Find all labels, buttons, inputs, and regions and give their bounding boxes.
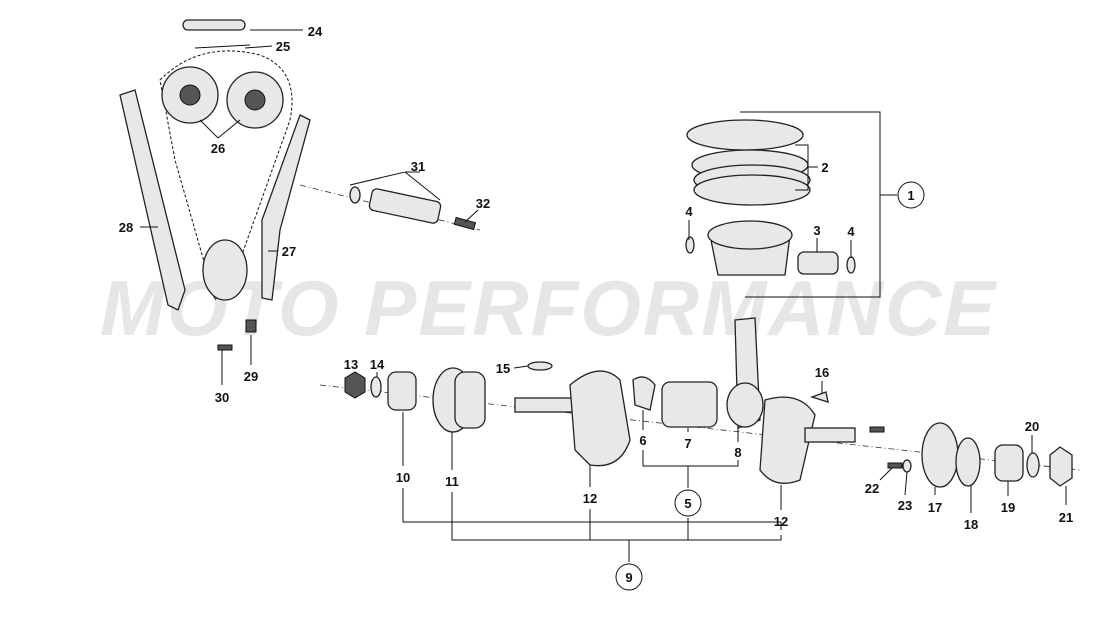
chain-guide-top: [182, 19, 246, 31]
callout-17: 17: [928, 500, 942, 515]
chain-tensioner: [349, 186, 477, 231]
crank-sprocket: [202, 239, 248, 301]
callout-7: 7: [684, 436, 691, 451]
callout-23: 23: [898, 498, 912, 513]
callout-32: 32: [476, 196, 490, 211]
sprocket-hub: [179, 84, 201, 106]
piston-assembly: [685, 111, 897, 298]
callout-15: 15: [496, 361, 510, 376]
callout-10: 10: [396, 470, 410, 485]
callout-4b: 4: [847, 224, 855, 239]
circlip-left: [685, 236, 695, 254]
callout-circle-9: [615, 563, 643, 591]
crank-web-left: [569, 370, 631, 467]
callout-1: 1: [907, 188, 914, 203]
callout-27: 27: [282, 244, 296, 259]
timing-chain-assembly: [119, 19, 311, 351]
timing-chain: [159, 50, 293, 302]
chain-tensioner-blade: [261, 114, 311, 301]
callout-circle-1: [897, 181, 925, 209]
piston-pin: [797, 251, 839, 275]
watermark: MOTO PERFORMANCE: [100, 264, 997, 352]
leader-lines: [140, 29, 1067, 562]
callout-28: 28: [119, 220, 133, 235]
piston-ring: [686, 119, 804, 151]
callout-8: 8: [734, 445, 741, 460]
callout-9: 9: [625, 570, 632, 585]
chain-guide-left: [119, 89, 186, 311]
callout-12a: 12: [583, 491, 597, 506]
washer-23: [902, 459, 912, 473]
bolt-29: [245, 319, 257, 333]
piston-ring: [693, 174, 811, 206]
ring-18: [955, 437, 981, 487]
nut-13: [344, 371, 366, 399]
callout-21: 21: [1059, 510, 1073, 525]
con-rod-big-end: [726, 382, 764, 428]
gear-10: [387, 371, 417, 411]
callout-11: 11: [445, 474, 459, 489]
bearing-17: [921, 422, 959, 488]
chain-link: [194, 44, 251, 49]
callout-16: 16: [815, 365, 829, 380]
callout-20: 20: [1025, 419, 1039, 434]
crank-pin-7: [661, 381, 718, 428]
callout-12b: 12: [774, 514, 788, 529]
callout-2: 2: [821, 160, 828, 175]
callout-circle-5: [674, 489, 702, 517]
callout-labels: 1 2 3 4 4 5 6 7 8 9 10 11 12 12 13 14 15…: [119, 24, 1073, 585]
screw: [869, 426, 885, 433]
callout-24: 24: [308, 24, 323, 39]
bracket-1: [740, 111, 881, 298]
callout-14: 14: [370, 357, 385, 372]
callout-30: 30: [215, 390, 229, 405]
callout-3: 3: [813, 223, 820, 238]
bolt-30: [217, 344, 233, 351]
piston-crown: [707, 220, 793, 250]
o-ring: [349, 186, 361, 204]
key-15: [527, 361, 553, 371]
callout-22: 22: [865, 481, 879, 496]
gear-19: [994, 444, 1024, 482]
bracket-2: [795, 144, 818, 191]
washer-20: [1026, 452, 1040, 478]
callout-6: 6: [639, 433, 646, 448]
bearing-shell-6: [632, 376, 656, 411]
sprocket-hub: [244, 89, 266, 111]
tensioner-screw: [453, 216, 477, 231]
key-16: [809, 391, 829, 403]
bearing-race: [454, 371, 486, 429]
washer-14: [370, 376, 382, 398]
screw-22: [887, 462, 903, 469]
callout-18: 18: [964, 517, 978, 532]
callout-29: 29: [244, 369, 258, 384]
callout-26: 26: [211, 141, 225, 156]
crank-shaft-left: [514, 397, 576, 413]
crankshaft-assembly: [344, 317, 1073, 488]
crank-web-right: [759, 396, 816, 484]
callout-5: 5: [684, 496, 691, 511]
circlip-right: [846, 256, 856, 274]
callout-13: 13: [344, 357, 358, 372]
callout-19: 19: [1001, 500, 1015, 515]
callout-4a: 4: [685, 204, 693, 219]
nut-21: [1049, 446, 1073, 487]
callout-25: 25: [276, 39, 290, 54]
tensioner-body: [368, 188, 442, 224]
callout-31: 31: [411, 159, 425, 174]
crank-shaft-right: [804, 427, 856, 443]
